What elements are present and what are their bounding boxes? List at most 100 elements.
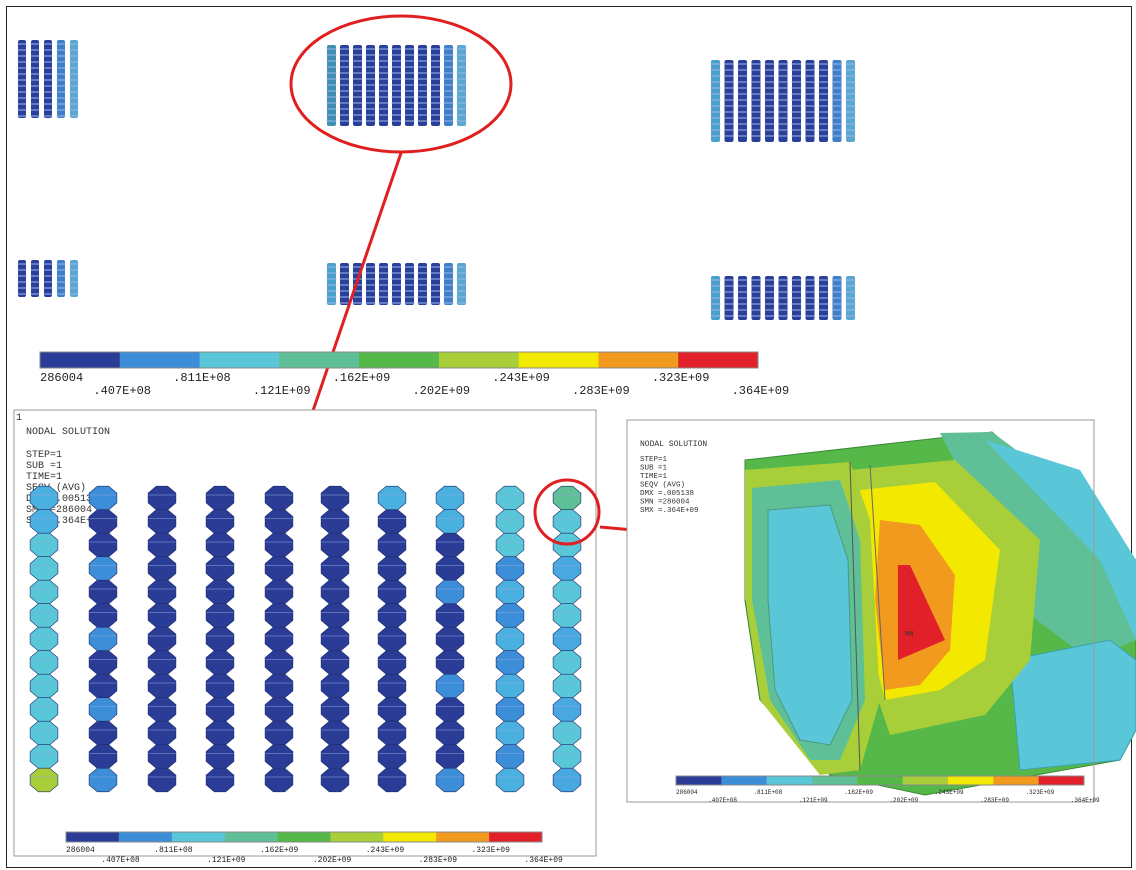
pile-node (29, 485, 59, 511)
pile-node (147, 697, 177, 722)
left-panel-piles (29, 485, 582, 793)
pile-node (435, 556, 465, 581)
pile (340, 263, 349, 305)
legend-left-swatch (277, 832, 331, 842)
pile-node (320, 720, 350, 746)
node-closeup: MN (744, 431, 1136, 796)
pile-group (710, 276, 856, 320)
zoom-arrow-group (300, 152, 403, 443)
legend-top-label: .323E+09 (652, 371, 710, 385)
pile-node (377, 767, 407, 793)
legend-left-swatch (383, 832, 437, 842)
pile-node (264, 673, 294, 699)
pile-node (29, 556, 59, 581)
pile-node (495, 697, 525, 722)
pile (457, 263, 466, 305)
pile-node (435, 720, 465, 746)
pile-node (205, 579, 235, 605)
pile-node (147, 532, 177, 558)
pile-node (29, 744, 59, 769)
pile-node (377, 509, 407, 534)
legend-right-swatch (857, 776, 904, 785)
pile (18, 260, 26, 297)
pile-node (205, 532, 235, 558)
legend-left-label: .243E+09 (366, 846, 405, 855)
pile-node (88, 673, 118, 699)
pile-node (88, 697, 118, 722)
pile-group (17, 40, 79, 118)
pile (31, 40, 39, 118)
pile-node (495, 673, 525, 699)
legend-top-swatch (40, 352, 121, 368)
pile-node (320, 556, 350, 581)
pile-node (147, 720, 177, 746)
pile-node (88, 744, 118, 769)
pile-node (88, 556, 118, 581)
pile-node (435, 532, 465, 558)
pile-node (88, 767, 118, 793)
legend-top-swatch (279, 352, 360, 368)
pile-node (264, 744, 294, 769)
legend-top-swatch (199, 352, 280, 368)
pile (392, 263, 401, 305)
pile-node (205, 603, 235, 628)
pile-node (435, 650, 465, 675)
figure-frame (6, 6, 1132, 868)
pile (724, 60, 734, 142)
pile-node (205, 744, 235, 769)
pile-node (320, 650, 350, 675)
highlight-circle-node (533, 478, 601, 546)
legend-top-swatch (598, 352, 679, 368)
pile-node (495, 720, 525, 746)
pile-column (435, 485, 465, 793)
left_panel-info-line: SUB =1 (26, 461, 62, 472)
legend-right-swatch (766, 776, 813, 785)
pile-column (377, 485, 407, 793)
left-panel-title: NODAL SOLUTION (26, 427, 110, 438)
pile-node (435, 673, 465, 699)
pile-node (29, 603, 59, 628)
pile (57, 260, 65, 297)
legend-right-swatch (948, 776, 994, 785)
right_panel-info-line: SUB =1 (640, 465, 668, 473)
left_panel-info-line: SMN =286004 (26, 505, 92, 516)
pile-node (205, 485, 235, 511)
pile-node (88, 650, 118, 675)
legend-right-label: .243E+09 (935, 789, 964, 796)
right_panel-info-line: SMX =.364E+09 (640, 507, 699, 515)
legend-right-swatch (676, 776, 722, 785)
legend-left-label: .202E+09 (313, 856, 352, 865)
pile-node (264, 603, 294, 628)
pile-node (495, 603, 525, 628)
legend-right-label: .407E+08 (708, 797, 737, 804)
pile-node (377, 579, 407, 605)
pile-group-overview (17, 40, 856, 320)
pile-node (495, 650, 525, 675)
pile-node (147, 626, 177, 652)
legend-top-label: .202E+09 (412, 384, 470, 398)
mn-marker: MN (905, 631, 913, 639)
pile (44, 260, 52, 297)
pile-node (495, 767, 525, 793)
legend-top-label: .364E+09 (732, 384, 790, 398)
legend-top-label: .407E+08 (93, 384, 151, 398)
legend-right-swatch (1038, 776, 1085, 785)
pile (405, 263, 414, 305)
legend-right-label: .283E+09 (980, 797, 1009, 804)
pile (31, 260, 39, 297)
legend-right-swatch (902, 776, 949, 785)
pile (444, 263, 453, 305)
pile-node (264, 626, 294, 652)
pile-node (88, 720, 118, 746)
pile-node (320, 603, 350, 628)
pile-node (147, 603, 177, 628)
pile-node (205, 509, 235, 534)
right_panel-info-line: TIME=1 (640, 473, 668, 481)
pile-node (205, 720, 235, 746)
legend-left-swatch (489, 832, 543, 842)
pile-node (88, 509, 118, 534)
pile-node (552, 697, 582, 722)
pile-node (435, 485, 465, 511)
pile-node (320, 579, 350, 605)
